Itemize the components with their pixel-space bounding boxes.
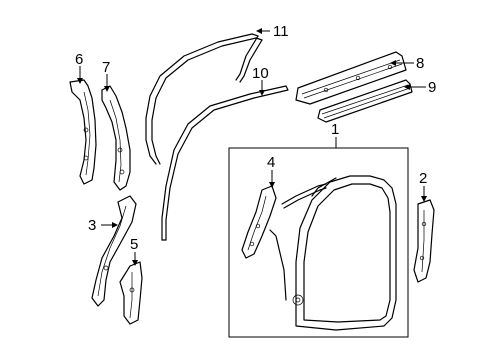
callout-1: 1 <box>331 121 339 138</box>
callout-5: 5 <box>130 236 138 253</box>
part-10-window-channel <box>161 85 289 241</box>
callout-10: 10 <box>252 65 269 82</box>
part-11-door-weatherstrip <box>145 33 263 165</box>
callout-7: 7 <box>102 59 110 76</box>
callout-2: 2 <box>419 170 427 187</box>
part-6-hinge-pillar <box>69 79 97 185</box>
leaders <box>77 28 427 266</box>
part-3-lower-pillar <box>91 195 137 307</box>
part-5-lower-bracket <box>119 261 143 325</box>
callout-4: 4 <box>267 154 275 171</box>
callout-8: 8 <box>416 55 424 72</box>
part-7-pillar-reinforcement <box>101 85 131 191</box>
part-8-rocker-upper <box>295 51 407 105</box>
callout-9: 9 <box>428 79 436 96</box>
callout-11: 11 <box>273 23 289 40</box>
part-1-body-side-frame <box>269 175 397 331</box>
callout-3: 3 <box>88 217 96 234</box>
part-1-group-box <box>228 147 409 338</box>
part-9-rocker-lower <box>317 79 413 123</box>
part-4-bracket <box>241 185 277 259</box>
part-2-brace <box>413 199 435 283</box>
callout-6: 6 <box>75 51 83 68</box>
